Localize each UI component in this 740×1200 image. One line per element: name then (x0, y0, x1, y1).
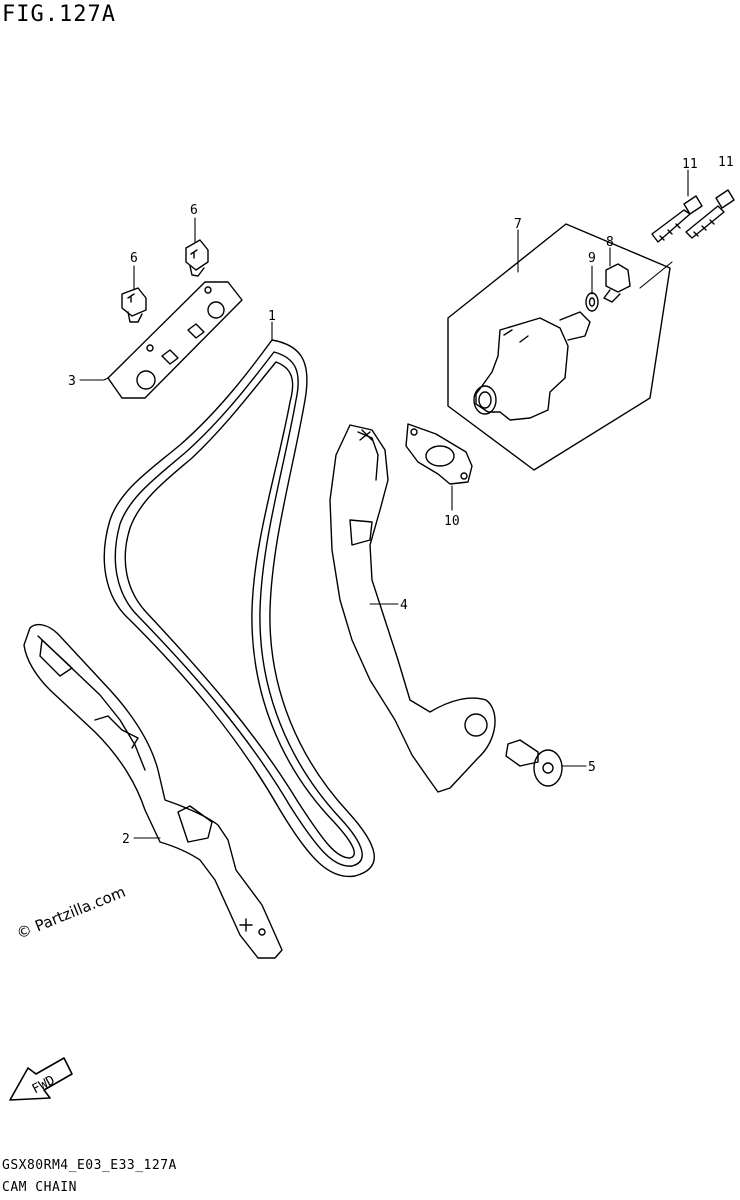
cam-chain-tensioner-slide-part-2[interactable] (23, 623, 283, 959)
figure-title: FIG.127A (2, 2, 116, 27)
washer-part-9[interactable] (585, 292, 599, 312)
callout-11-left: 11 (682, 157, 698, 172)
callout-8: 8 (606, 235, 614, 250)
fwd-label: FWD (30, 1073, 58, 1097)
callout-7: 7 (514, 217, 522, 232)
bolt-part-11-left[interactable] (651, 195, 703, 243)
bolt-part-8[interactable] (603, 263, 631, 303)
callout-2: 2 (122, 832, 130, 847)
cam-chain-tensioner-assembly-part-7[interactable] (447, 223, 671, 471)
callout-5: 5 (588, 760, 596, 775)
callout-leader-lines (79, 169, 689, 839)
gasket-part-10[interactable] (405, 423, 473, 485)
cam-chain-guide-plate-part-3[interactable] (107, 281, 243, 399)
cam-chain-part-1[interactable] (103, 339, 375, 878)
bolt-part-5[interactable] (505, 739, 563, 787)
callout-11-right: 11 (718, 155, 734, 170)
cam-chain-guide-part-4[interactable] (329, 424, 496, 793)
callout-6-upper: 6 (190, 203, 198, 218)
section-name: CAM CHAIN (2, 1180, 77, 1195)
callout-3: 3 (68, 374, 76, 389)
bolt-part-6-lower[interactable] (121, 287, 147, 323)
bolt-part-11-right[interactable] (685, 189, 735, 239)
bolt-part-6-upper[interactable] (185, 239, 209, 277)
callout-6-lower: 6 (130, 251, 138, 266)
callout-4: 4 (400, 598, 408, 613)
callout-9: 9 (588, 251, 596, 266)
fwd-arrow-icon (9, 1057, 73, 1101)
callout-10: 10 (444, 514, 460, 529)
callout-1: 1 (268, 309, 276, 324)
diagram-code: GSX80RM4_E03_E33_127A (2, 1158, 177, 1173)
